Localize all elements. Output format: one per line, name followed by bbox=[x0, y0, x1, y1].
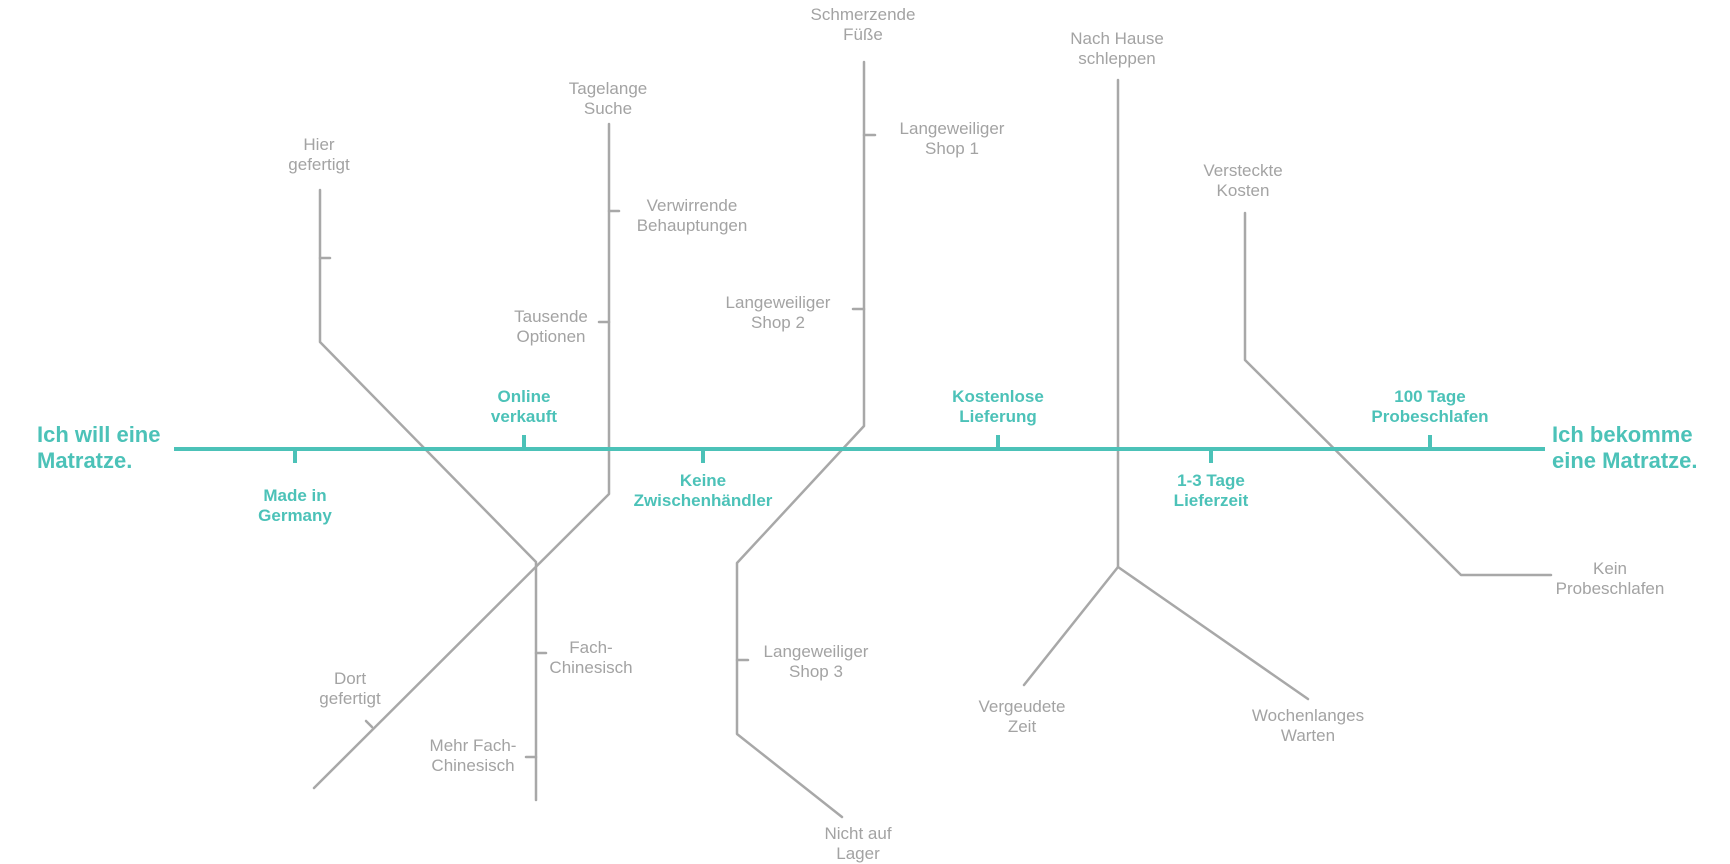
pain-nicht-auf-lager: Nicht auf Lager bbox=[824, 824, 892, 863]
pain-kein-probeschlafen: Kein Probeschlafen bbox=[1555, 559, 1665, 598]
pain-fach-chinesisch: Fach- Chinesisch bbox=[549, 638, 633, 677]
pain-langweiliger-shop-2: Langeweiliger Shop 2 bbox=[725, 293, 831, 332]
milestone-kostenlose-lieferung: Kostenlose Lieferung bbox=[952, 387, 1044, 426]
path-hier-gefertigt bbox=[318, 188, 538, 802]
pain-verwirrende-behauptungen: Verwirrende Behauptungen bbox=[636, 196, 748, 235]
milestone-keine-zwischenhaendler: Keine Zwischenhändler bbox=[633, 471, 773, 510]
pain-vergeudete-zeit: Vergeudete Zeit bbox=[978, 697, 1066, 736]
tick-dort-gefertigt bbox=[364, 719, 374, 729]
path-wochenlanges-warten bbox=[1116, 565, 1310, 701]
pain-mehr-fach-chinesisch: Mehr Fach- Chinesisch bbox=[429, 736, 517, 775]
path-versteckte-kosten bbox=[1243, 211, 1553, 577]
pain-wochenlanges-warten: Wochenlanges Warten bbox=[1251, 706, 1365, 745]
pain-tagelange-suche: Tagelange Suche bbox=[568, 79, 648, 118]
pain-langweiliger-shop-1: Langeweiliger Shop 1 bbox=[899, 119, 1005, 158]
pain-nach-hause-schleppen: Nach Hause schleppen bbox=[1070, 29, 1164, 68]
pain-schmerzende-fuesse: Schmerzende Füße bbox=[810, 5, 916, 44]
pain-langweiliger-shop-3: Langeweiliger Shop 3 bbox=[763, 642, 869, 681]
milestone-lieferzeit: 1-3 Tage Lieferzeit bbox=[1173, 471, 1249, 510]
start-label: Ich will eine Matratze. bbox=[37, 422, 161, 473]
pain-versteckte-kosten: Versteckte Kosten bbox=[1203, 161, 1283, 200]
pain-hier-gefertigt: Hier gefertigt bbox=[288, 135, 350, 174]
milestone-probeschlafen: 100 Tage Probeschlafen bbox=[1371, 387, 1489, 426]
pain-dort-gefertigt: Dort gefertigt bbox=[319, 669, 381, 708]
path-tagelange-suche bbox=[312, 122, 611, 790]
milestone-online-verkauft: Online verkauft bbox=[490, 387, 558, 426]
path-nach-hause-schleppen bbox=[1022, 78, 1120, 687]
end-label: Ich bekomme eine Matratze. bbox=[1552, 422, 1698, 473]
path-schmerzende-fuesse bbox=[735, 60, 866, 819]
pain-tausende-optionen: Tausende Optionen bbox=[514, 307, 588, 346]
milestone-made-in-germany: Made in Germany bbox=[258, 486, 332, 525]
